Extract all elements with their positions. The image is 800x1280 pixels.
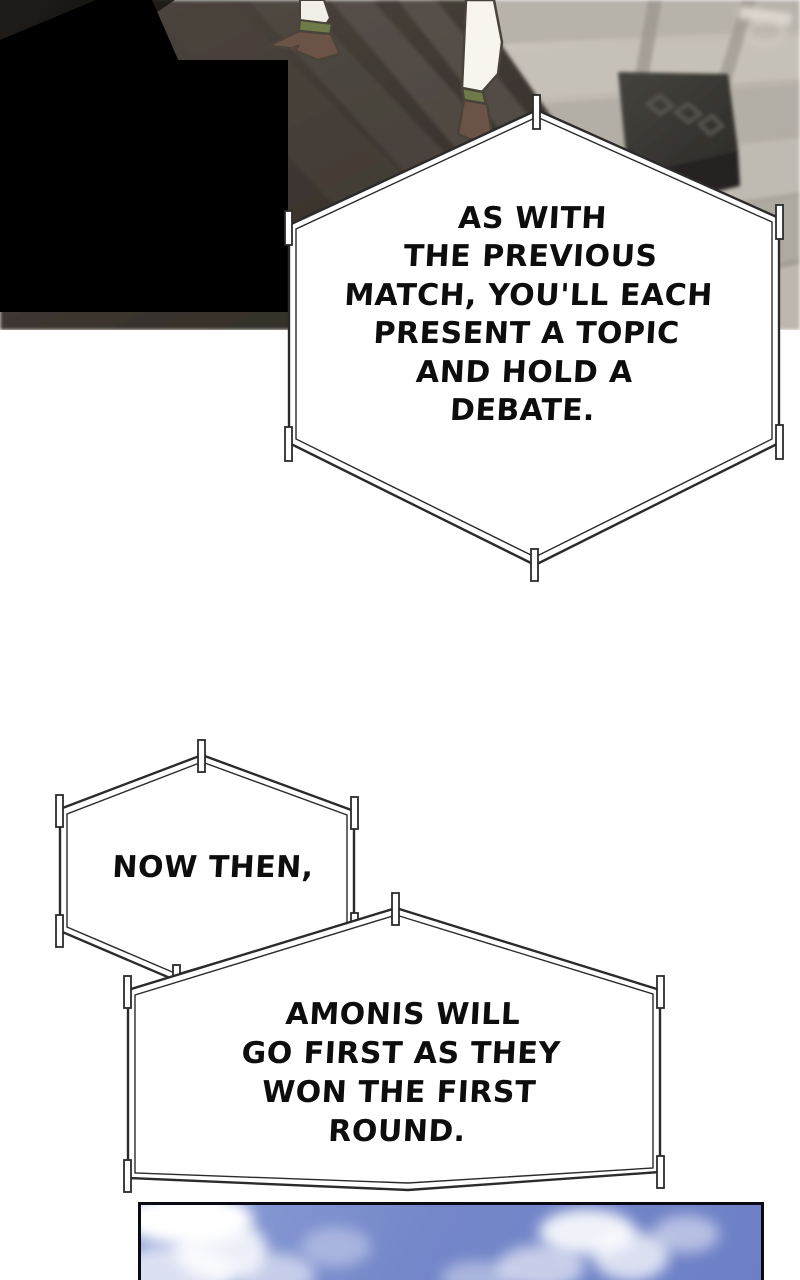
speech-bubble-amonis-goes-first: AMONIS WILL GO FIRST AS THEY WON THE FIR… (100, 890, 700, 1200)
railing-hint (738, 6, 792, 48)
bubble-3-text: AMONIS WILL GO FIRST AS THEY WON THE FIR… (240, 997, 562, 1149)
speech-bubble-as-with-previous-match: AS WITH THE PREVIOUS MATCH, YOU'LL EACH … (255, 94, 800, 585)
bubble-3-inner-line (134, 914, 654, 1184)
shadow-core-2 (0, 0, 288, 312)
bubble-2-text: NOW THEN, (111, 850, 315, 885)
cloud-shape (441, 1261, 513, 1280)
cloud-shape (653, 1215, 719, 1253)
bubble-3-outline (123, 892, 665, 1193)
bubble-3-vertex-ticks (123, 892, 665, 1193)
cloud-shape (301, 1227, 371, 1267)
bubble-1-text: AS WITH THE PREVIOUS MATCH, YOU'LL EACH … (343, 201, 714, 428)
cloud-shape (497, 1245, 585, 1280)
bubble-1-vertex-ticks (284, 94, 784, 582)
sky-panel (138, 1202, 764, 1280)
character-legs (263, 0, 504, 142)
bubble-1-outline (284, 94, 784, 582)
